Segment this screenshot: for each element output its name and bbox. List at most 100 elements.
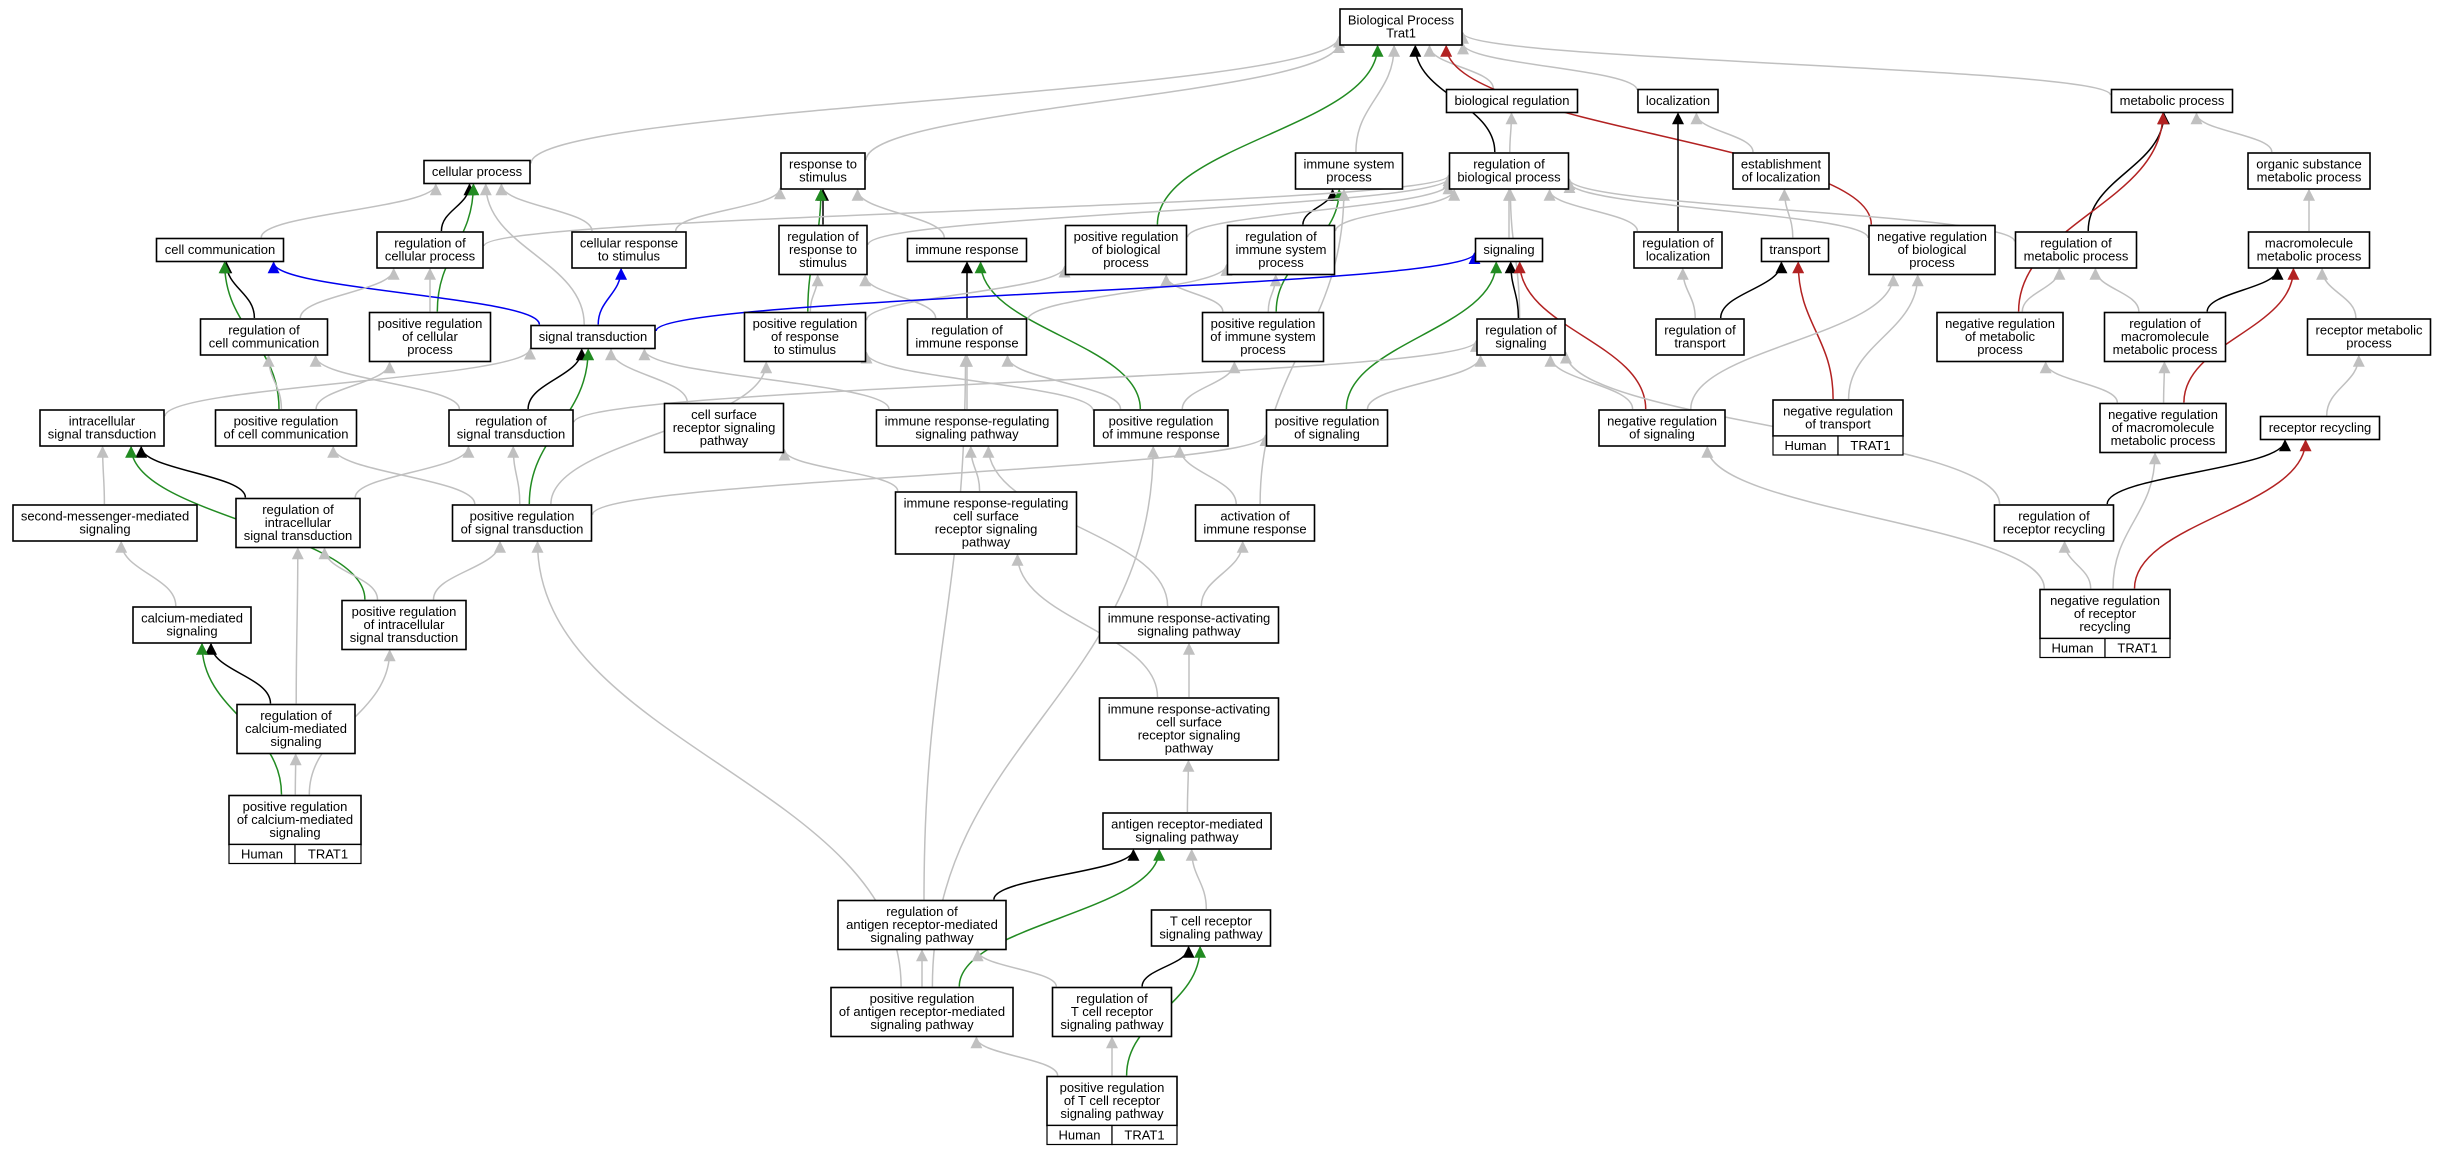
term-label: receptor recycling — [2269, 420, 2372, 435]
term-label: signaling pathway — [1135, 830, 1239, 845]
edge-is-a — [262, 354, 283, 410]
term-node: immune response — [906, 237, 1028, 263]
term-box — [1448, 152, 1570, 190]
term-label: signaling — [1483, 242, 1534, 257]
term-box — [875, 409, 1059, 447]
term-node: cell communication — [155, 237, 285, 263]
term-label: signaling pathway — [1060, 1017, 1164, 1032]
term-label: cellular process — [385, 249, 476, 264]
term-label: of biological — [1092, 242, 1161, 257]
edge-is-a — [674, 187, 786, 232]
term-label: signaling pathway — [1060, 1106, 1164, 1121]
term-label: cell surface — [953, 509, 1019, 524]
term-label: immune system — [1235, 242, 1326, 257]
edge-regulates — [220, 261, 256, 319]
edge-is-a — [530, 35, 1345, 164]
gene-cell — [1837, 435, 1904, 456]
term-label: to stimulus — [774, 342, 837, 357]
term-box — [1598, 409, 1726, 447]
edge-is-a — [1701, 445, 2046, 589]
edge-regulates — [527, 348, 588, 410]
term-label: immune response — [915, 336, 1018, 351]
edge-negatively-regulates — [2183, 267, 2300, 403]
term-label: of immune response — [1102, 427, 1220, 442]
term-label: regulation of — [931, 323, 1003, 338]
term-label: process — [407, 342, 453, 357]
edge-is-a — [2158, 361, 2171, 403]
term-box — [2099, 402, 2227, 454]
term-label: metabolic process — [2113, 342, 2218, 357]
edge-is-a — [859, 274, 937, 319]
term-box — [837, 899, 1007, 951]
term-label: immune response-regulating — [885, 414, 1050, 429]
term-label: pathway — [1165, 741, 1214, 756]
edge-is-a — [2190, 112, 2273, 153]
term-box — [132, 606, 252, 644]
term-label: localization — [1646, 249, 1710, 264]
term-label: negative regulation — [2050, 593, 2160, 608]
term-node: transport — [1760, 237, 1830, 263]
term-label: of signal transduction — [461, 522, 584, 537]
edge-is-a — [865, 41, 1345, 161]
term-box — [663, 402, 785, 454]
term-box — [1445, 88, 1579, 114]
species-label: Human — [1059, 1128, 1101, 1143]
gene-label: TRAT1 — [308, 847, 348, 862]
term-label: establishment — [1741, 157, 1822, 172]
edge-is-a — [865, 265, 1071, 321]
term-label: regulation of — [1664, 323, 1736, 338]
term-label: immune system — [1303, 157, 1394, 172]
term-label: intracellular — [265, 515, 332, 530]
term-box — [1993, 504, 2115, 542]
term-label: stimulus — [799, 170, 847, 185]
term-label: T cell receptor — [1170, 914, 1253, 929]
term-label: metabolic process — [2024, 249, 2129, 264]
edge-is-a — [1544, 354, 1634, 410]
term-box — [1760, 237, 1830, 263]
term-label: immune response — [915, 242, 1018, 257]
term-box — [1732, 152, 1830, 190]
edge-is-a — [573, 339, 1482, 423]
term-label: negative regulation — [1607, 414, 1717, 429]
term-label: positive regulation — [378, 316, 483, 331]
term-label: recycling — [2079, 619, 2130, 634]
term-box — [1051, 986, 1173, 1038]
term-label: cellular process — [432, 164, 523, 179]
term-label: of signaling — [1629, 427, 1695, 442]
edge-is-a — [809, 274, 824, 312]
term-box — [1064, 224, 1188, 276]
edge-is-a — [507, 445, 521, 505]
edge-negatively-regulates — [2133, 439, 2312, 589]
term-label: regulation of — [2040, 236, 2112, 251]
term-label: transport — [1674, 336, 1726, 351]
term-label: of cellular — [402, 329, 458, 344]
term-label: calcium-mediated — [245, 721, 347, 736]
term-label: response to — [789, 157, 857, 172]
edge-is-a — [1186, 182, 1455, 238]
term-label: signal transduction — [244, 528, 352, 543]
edge-is-a — [1173, 445, 1237, 505]
edge-is-a — [2325, 354, 2365, 416]
term-box — [214, 409, 358, 447]
term-label: process — [1258, 255, 1304, 270]
term-label: immune response-activating — [1108, 702, 1271, 717]
term-label: negative regulation — [1877, 229, 1987, 244]
term-label: process — [1103, 255, 1149, 270]
